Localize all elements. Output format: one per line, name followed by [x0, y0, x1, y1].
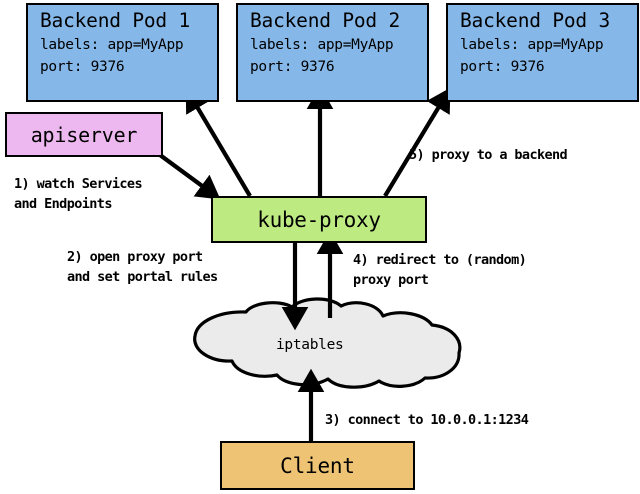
iptables-cloud [193, 297, 462, 389]
edge-kubeproxy-to-pod1 [185, 87, 252, 198]
iptables-label: iptables [276, 337, 344, 353]
edge-label-step1-line2: and Endpoints [14, 196, 112, 212]
backend-pod-1-port: port: 9376 [40, 59, 125, 75]
edge-label-step1-line1: 1) watch Services [14, 176, 143, 192]
backend-pod-2-box: Backend Pod 2 labels: app=MyApp port: 93… [236, 3, 429, 102]
edge-label-step4-line2: proxy port [353, 272, 429, 288]
backend-pod-3-port: port: 9376 [460, 59, 545, 75]
client-box: Client [220, 441, 415, 490]
edge-label-step2-line1: 2) open proxy port [67, 249, 203, 265]
backend-pod-2-port: port: 9376 [250, 59, 335, 75]
backend-pod-3-box: Backend Pod 3 labels: app=MyApp port: 93… [446, 3, 639, 102]
backend-pod-1-labels: labels: app=MyApp [40, 37, 184, 53]
backend-pod-3-labels: labels: app=MyApp [460, 37, 604, 53]
backend-pod-1-box: Backend Pod 1 labels: app=MyApp port: 93… [26, 3, 219, 102]
backend-pod-3-title: Backend Pod 3 [460, 9, 611, 32]
kube-proxy-box: kube-proxy [211, 196, 427, 243]
backend-pod-2-title: Backend Pod 2 [250, 9, 401, 32]
kube-proxy-label: kube-proxy [257, 207, 381, 232]
edge-label-step3: 3) connect to 10.0.0.1:1234 [325, 412, 529, 428]
edge-label-step5: 5) proxy to a backend [409, 147, 568, 163]
backend-pod-1-title: Backend Pod 1 [40, 9, 191, 32]
apiserver-label: apiserver [30, 122, 138, 147]
edge-apiserver-to-kubeproxy [158, 153, 221, 200]
edge-kubeproxy-to-pod3 [383, 87, 451, 198]
edge-label-step4-line1: 4) redirect to (random) [353, 252, 527, 268]
backend-pod-2-labels: labels: app=MyApp [250, 37, 394, 53]
apiserver-box: apiserver [5, 112, 163, 157]
client-label: Client [280, 453, 355, 478]
edge-label-step2-line2: and set portal rules [67, 269, 218, 285]
